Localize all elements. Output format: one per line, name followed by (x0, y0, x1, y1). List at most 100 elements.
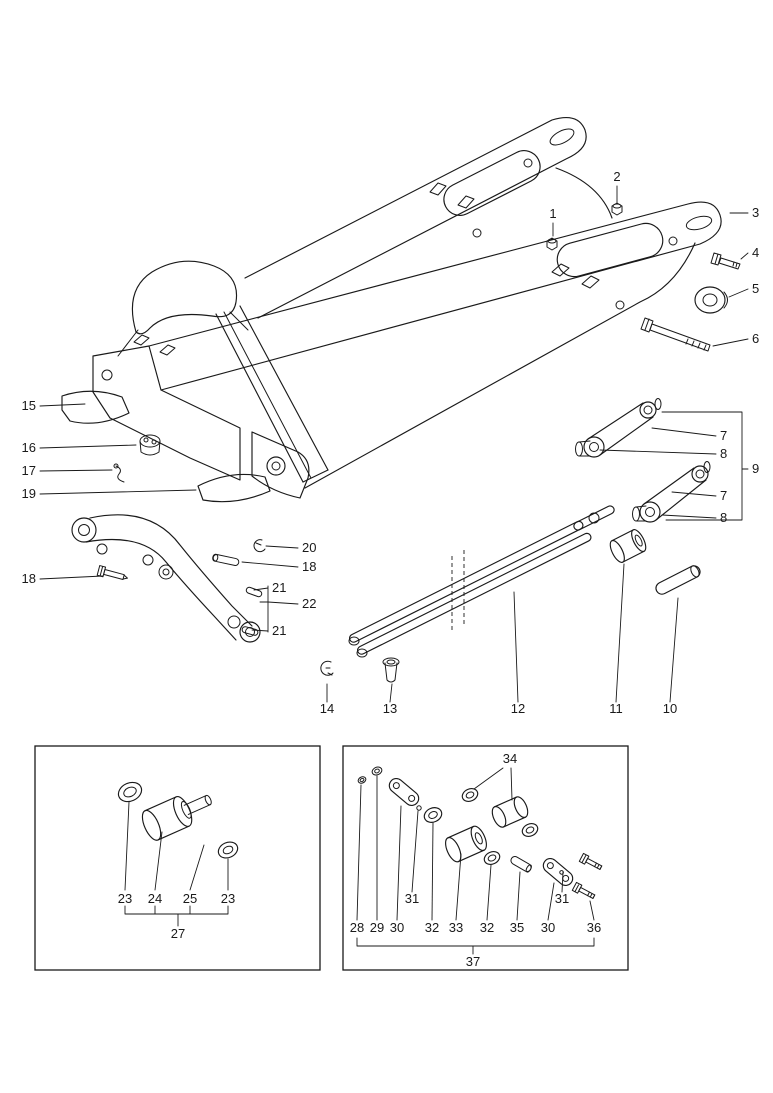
callout-18a: 18 (22, 571, 36, 586)
detail-box-left (34, 745, 321, 971)
callout-8b: 8 (720, 510, 727, 525)
plate-part15 (61, 390, 130, 424)
bolt-part36-b (571, 881, 596, 899)
callout-14: 14 (320, 701, 334, 716)
nipple-part31-left (416, 805, 422, 811)
pivot-bracket (251, 431, 310, 499)
far-fork (244, 117, 587, 319)
link-roller-assembly (357, 766, 603, 899)
cowl (117, 260, 249, 357)
callout-1: 1 (549, 206, 556, 221)
callout-19: 19 (22, 486, 36, 501)
callout-13: 13 (383, 701, 397, 716)
fasteners-top-right (546, 202, 741, 352)
callout-23b: 23 (221, 891, 235, 906)
callout-9: 9 (752, 461, 759, 476)
washer-part29 (371, 766, 383, 776)
callout-29: 29 (370, 920, 384, 935)
callout-32b: 32 (480, 920, 494, 935)
callout-7b: 7 (720, 488, 727, 503)
roller-part24 (141, 794, 212, 841)
pin-part18-right (212, 553, 240, 566)
linkage-upper (575, 398, 662, 458)
pin-part21-top (245, 586, 263, 598)
callout-31a: 31 (405, 891, 419, 906)
callout-12: 12 (511, 701, 525, 716)
callout-22: 22 (302, 596, 316, 611)
callout-4: 4 (752, 245, 759, 260)
callout-31b: 31 (555, 891, 569, 906)
strut (215, 305, 329, 483)
callout-28: 28 (350, 920, 364, 935)
washer-part28 (357, 776, 367, 784)
detail-box-right (342, 745, 629, 971)
callout-36: 36 (587, 920, 601, 935)
bolt-part6 (640, 317, 711, 352)
callout-15: 15 (22, 398, 36, 413)
callout-35: 35 (510, 920, 524, 935)
bolt-part36-a (578, 852, 603, 870)
callout-16: 16 (22, 440, 36, 455)
callout-23a: 23 (118, 891, 132, 906)
callout-6: 6 (752, 331, 759, 346)
ring-part32-left (423, 807, 443, 823)
callout-20: 20 (302, 540, 316, 555)
callout-8a: 8 (720, 446, 727, 461)
near-fork (148, 201, 722, 391)
fork-frame-drawing (92, 117, 722, 499)
bushing-part13 (382, 657, 400, 683)
callout-7a: 7 (720, 428, 727, 443)
pin-part35 (510, 856, 532, 873)
clip-part20 (253, 539, 266, 553)
callout-30b: 30 (541, 920, 555, 935)
callout-10: 10 (663, 701, 677, 716)
plate-part19 (197, 473, 271, 503)
roller-part5 (694, 286, 728, 314)
callout-3: 3 (752, 205, 759, 220)
callout-11: 11 (609, 701, 623, 716)
callout-17: 17 (22, 463, 36, 478)
roller-part33 (445, 825, 487, 863)
clip-part17 (113, 463, 125, 483)
callout-21b: 21 (272, 623, 286, 638)
callout-5: 5 (752, 281, 759, 296)
nut-part2 (611, 202, 623, 216)
ring-part23-left (117, 781, 143, 803)
callout-37: 37 (466, 954, 480, 969)
leader-lines (39, 185, 749, 955)
link-plate-part30-right (542, 857, 574, 887)
rocker-arm-assembly (71, 514, 266, 643)
callout-labels: 2 1 3 4 5 6 7 8 9 7 8 15 16 17 19 18 20 … (22, 169, 760, 969)
bushing-part11 (609, 529, 647, 563)
callout-18b: 18 (302, 559, 316, 574)
pin-part21-bottom (241, 626, 259, 636)
callout-24: 24 (148, 891, 162, 906)
callout-2: 2 (613, 169, 620, 184)
callout-34: 34 (503, 751, 517, 766)
roller-part34-b (491, 796, 529, 828)
link-plate-part30-left (388, 777, 420, 807)
bolt-part18-left (96, 565, 128, 581)
wheel-assembly (117, 781, 239, 859)
nut-part1 (546, 237, 558, 251)
callout-30a: 30 (390, 920, 404, 935)
pin-part10 (655, 565, 701, 595)
ring-part23-right (217, 841, 239, 859)
ring-part32-right (483, 851, 501, 865)
bolt-part4 (710, 252, 741, 270)
block-part16 (139, 434, 161, 456)
callout-21a: 21 (272, 580, 286, 595)
rod-head (573, 505, 615, 531)
pushrod-assembly (320, 505, 701, 683)
clip-part14 (320, 660, 334, 676)
callout-25: 25 (183, 891, 197, 906)
linkage-lower (632, 461, 711, 523)
ring-part34-a (461, 788, 479, 802)
callout-33: 33 (449, 920, 463, 935)
axle-part25 (180, 794, 212, 819)
callout-32a: 32 (425, 920, 439, 935)
callout-27: 27 (171, 926, 185, 941)
frame-web (304, 167, 696, 489)
